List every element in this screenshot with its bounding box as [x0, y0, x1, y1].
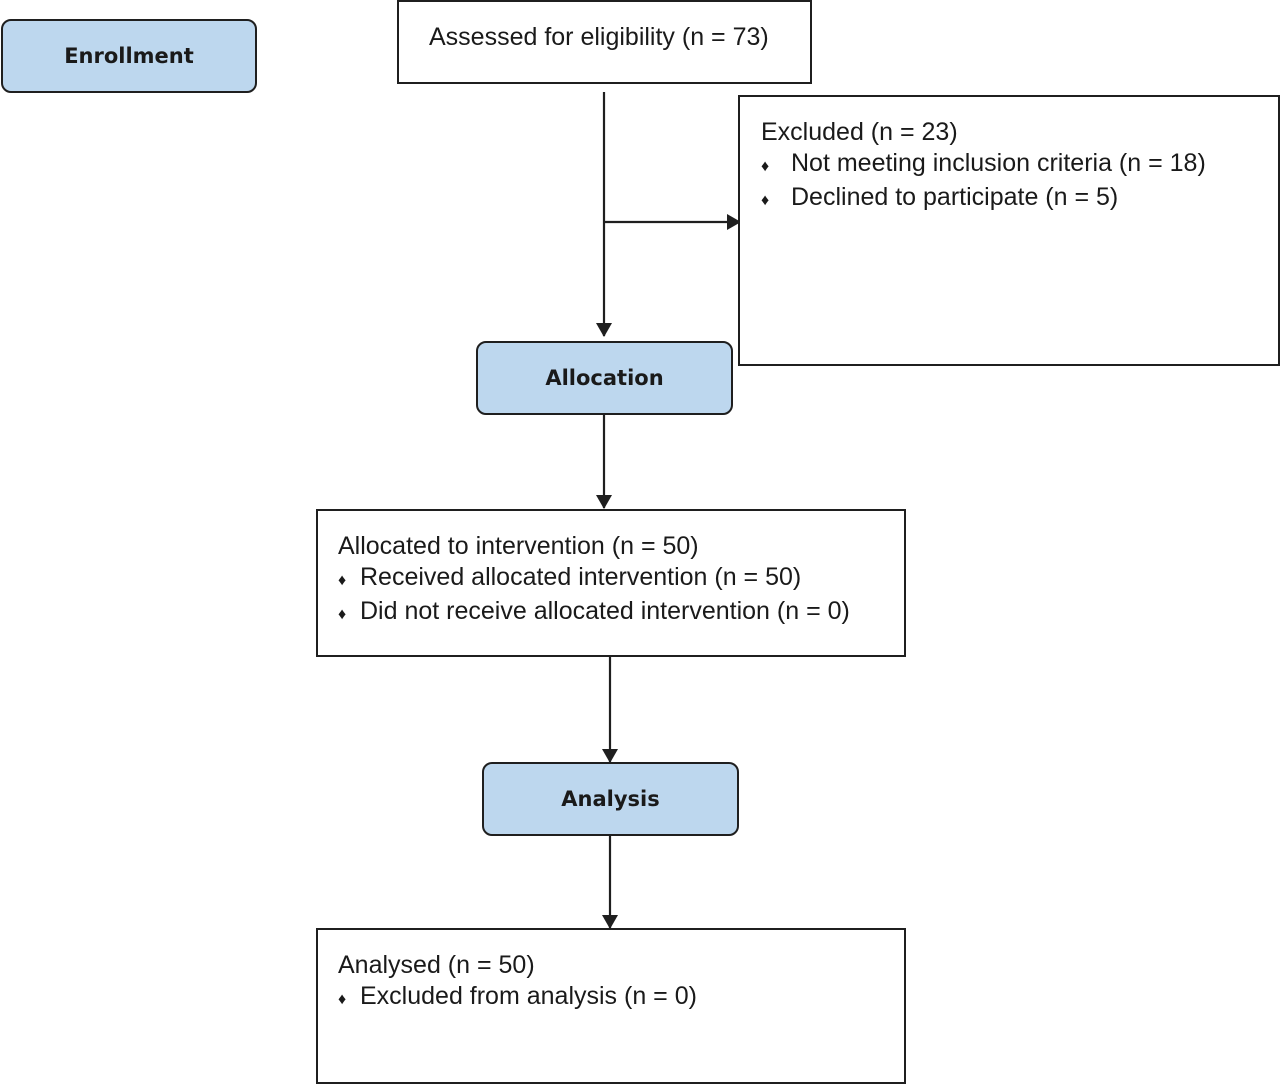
allocated-item: ♦ Did not receive allocated intervention… [338, 596, 904, 630]
assessed-box: Assessed for eligibility (n = 73) [397, 0, 812, 84]
analysed-item: ♦ Excluded from analysis (n = 0) [338, 981, 904, 1015]
analysed-title: Analysed (n = 50) [338, 951, 535, 979]
diamond-bullet-icon: ♦ [338, 991, 347, 1008]
allocated-item-text: Did not receive allocated intervention (… [360, 597, 850, 625]
allocation-stage-label: Allocation [476, 341, 733, 415]
excluded-item-text: Declined to participate (n = 5) [791, 183, 1119, 211]
diamond-bullet-icon: ♦ [338, 572, 347, 589]
excluded-item-text: Not meeting inclusion criteria (n = 18) [791, 149, 1206, 177]
allocated-item-text: Received allocated intervention (n = 50) [360, 563, 802, 591]
excluded-box: Excluded (n = 23) ♦ Not meeting inclusio… [738, 95, 1280, 366]
analysis-label: Analysis [561, 787, 660, 811]
allocated-box: Allocated to intervention (n = 50) ♦ Rec… [316, 509, 906, 657]
allocated-title: Allocated to intervention (n = 50) [338, 532, 699, 560]
enrollment-stage-label: Enrollment [1, 19, 257, 93]
allocation-label: Allocation [545, 366, 664, 390]
excluded-title: Excluded (n = 23) [761, 118, 958, 146]
analysed-item-text: Excluded from analysis (n = 0) [360, 982, 697, 1010]
enrollment-label: Enrollment [64, 44, 194, 68]
excluded-item: ♦ Not meeting inclusion criteria (n = 18… [761, 148, 1278, 182]
analysis-stage-label: Analysis [482, 762, 739, 836]
analysed-box: Analysed (n = 50) ♦ Excluded from analys… [316, 928, 906, 1084]
diamond-bullet-icon: ♦ [338, 606, 347, 623]
allocated-item: ♦ Received allocated intervention (n = 5… [338, 562, 904, 596]
excluded-item: ♦ Declined to participate (n = 5) [761, 182, 1278, 216]
diamond-bullet-icon: ♦ [761, 158, 770, 175]
diamond-bullet-icon: ♦ [761, 192, 770, 209]
assessed-text: Assessed for eligibility (n = 73) [429, 23, 769, 51]
